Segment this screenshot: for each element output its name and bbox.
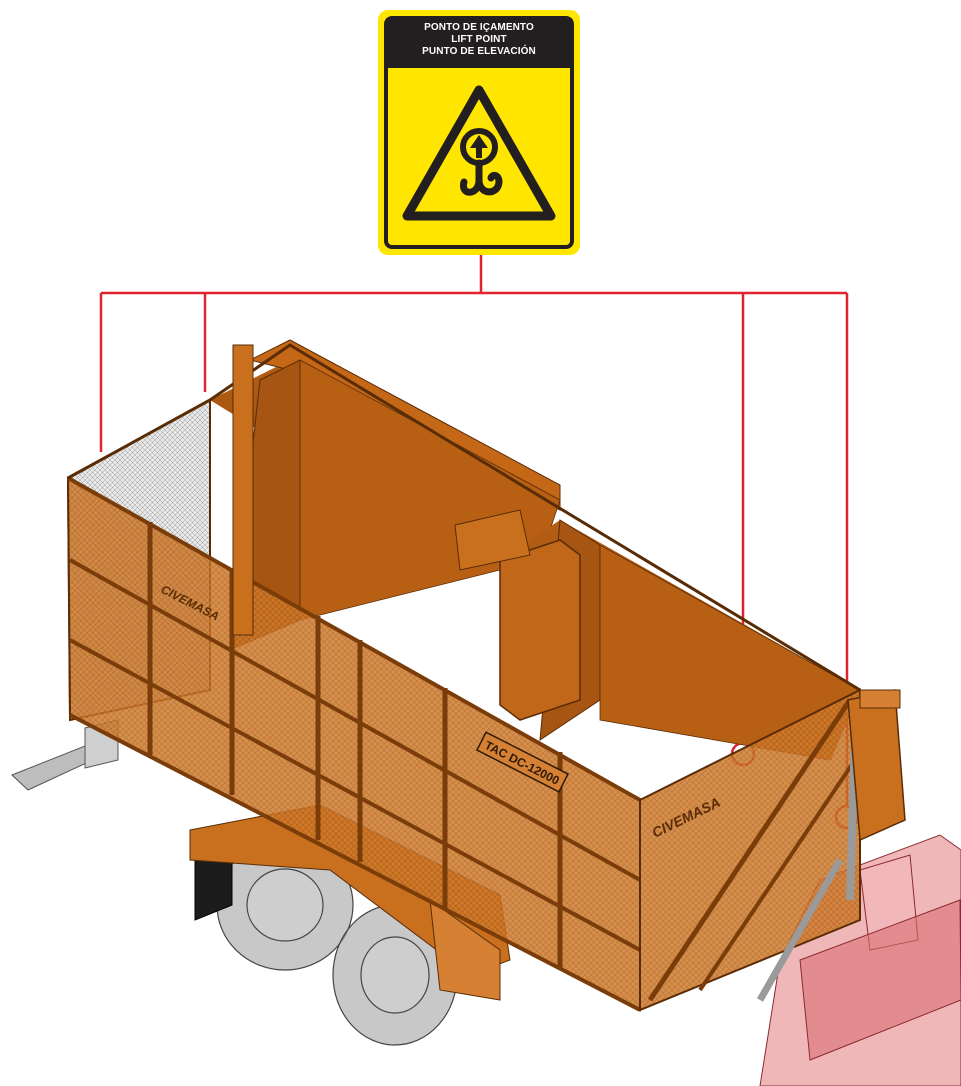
tractor-cab: [759, 834, 961, 1086]
rear-lift-post: [232, 344, 254, 636]
hook-lift-warning-icon: [402, 85, 556, 221]
side-wall: [66, 476, 641, 1012]
front-end-panel: [639, 688, 861, 1012]
middle-tower: [454, 509, 581, 721]
front-lift-tower: [847, 689, 906, 842]
sign-line-english: LIFT POINT: [451, 34, 507, 45]
sign-line-spanish: PUNTO DE ELEVACIÓN: [422, 46, 536, 57]
sign-line-portuguese: PONTO DE IÇAMENTO: [424, 22, 534, 33]
lift-point-sign: PONTO DE IÇAMENTO LIFT POINT PUNTO DE EL…: [378, 10, 580, 255]
